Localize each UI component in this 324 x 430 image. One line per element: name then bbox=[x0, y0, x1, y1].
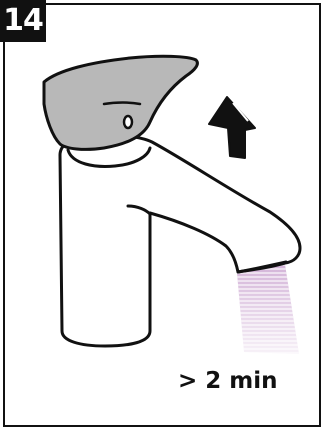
duration-label: > 2 min bbox=[178, 368, 278, 394]
arrow-up-icon bbox=[209, 97, 255, 158]
water-stream bbox=[237, 258, 299, 354]
step-number-badge: 14 bbox=[0, 0, 46, 42]
lever-handle bbox=[44, 56, 197, 149]
handle-screw-icon bbox=[124, 116, 132, 128]
